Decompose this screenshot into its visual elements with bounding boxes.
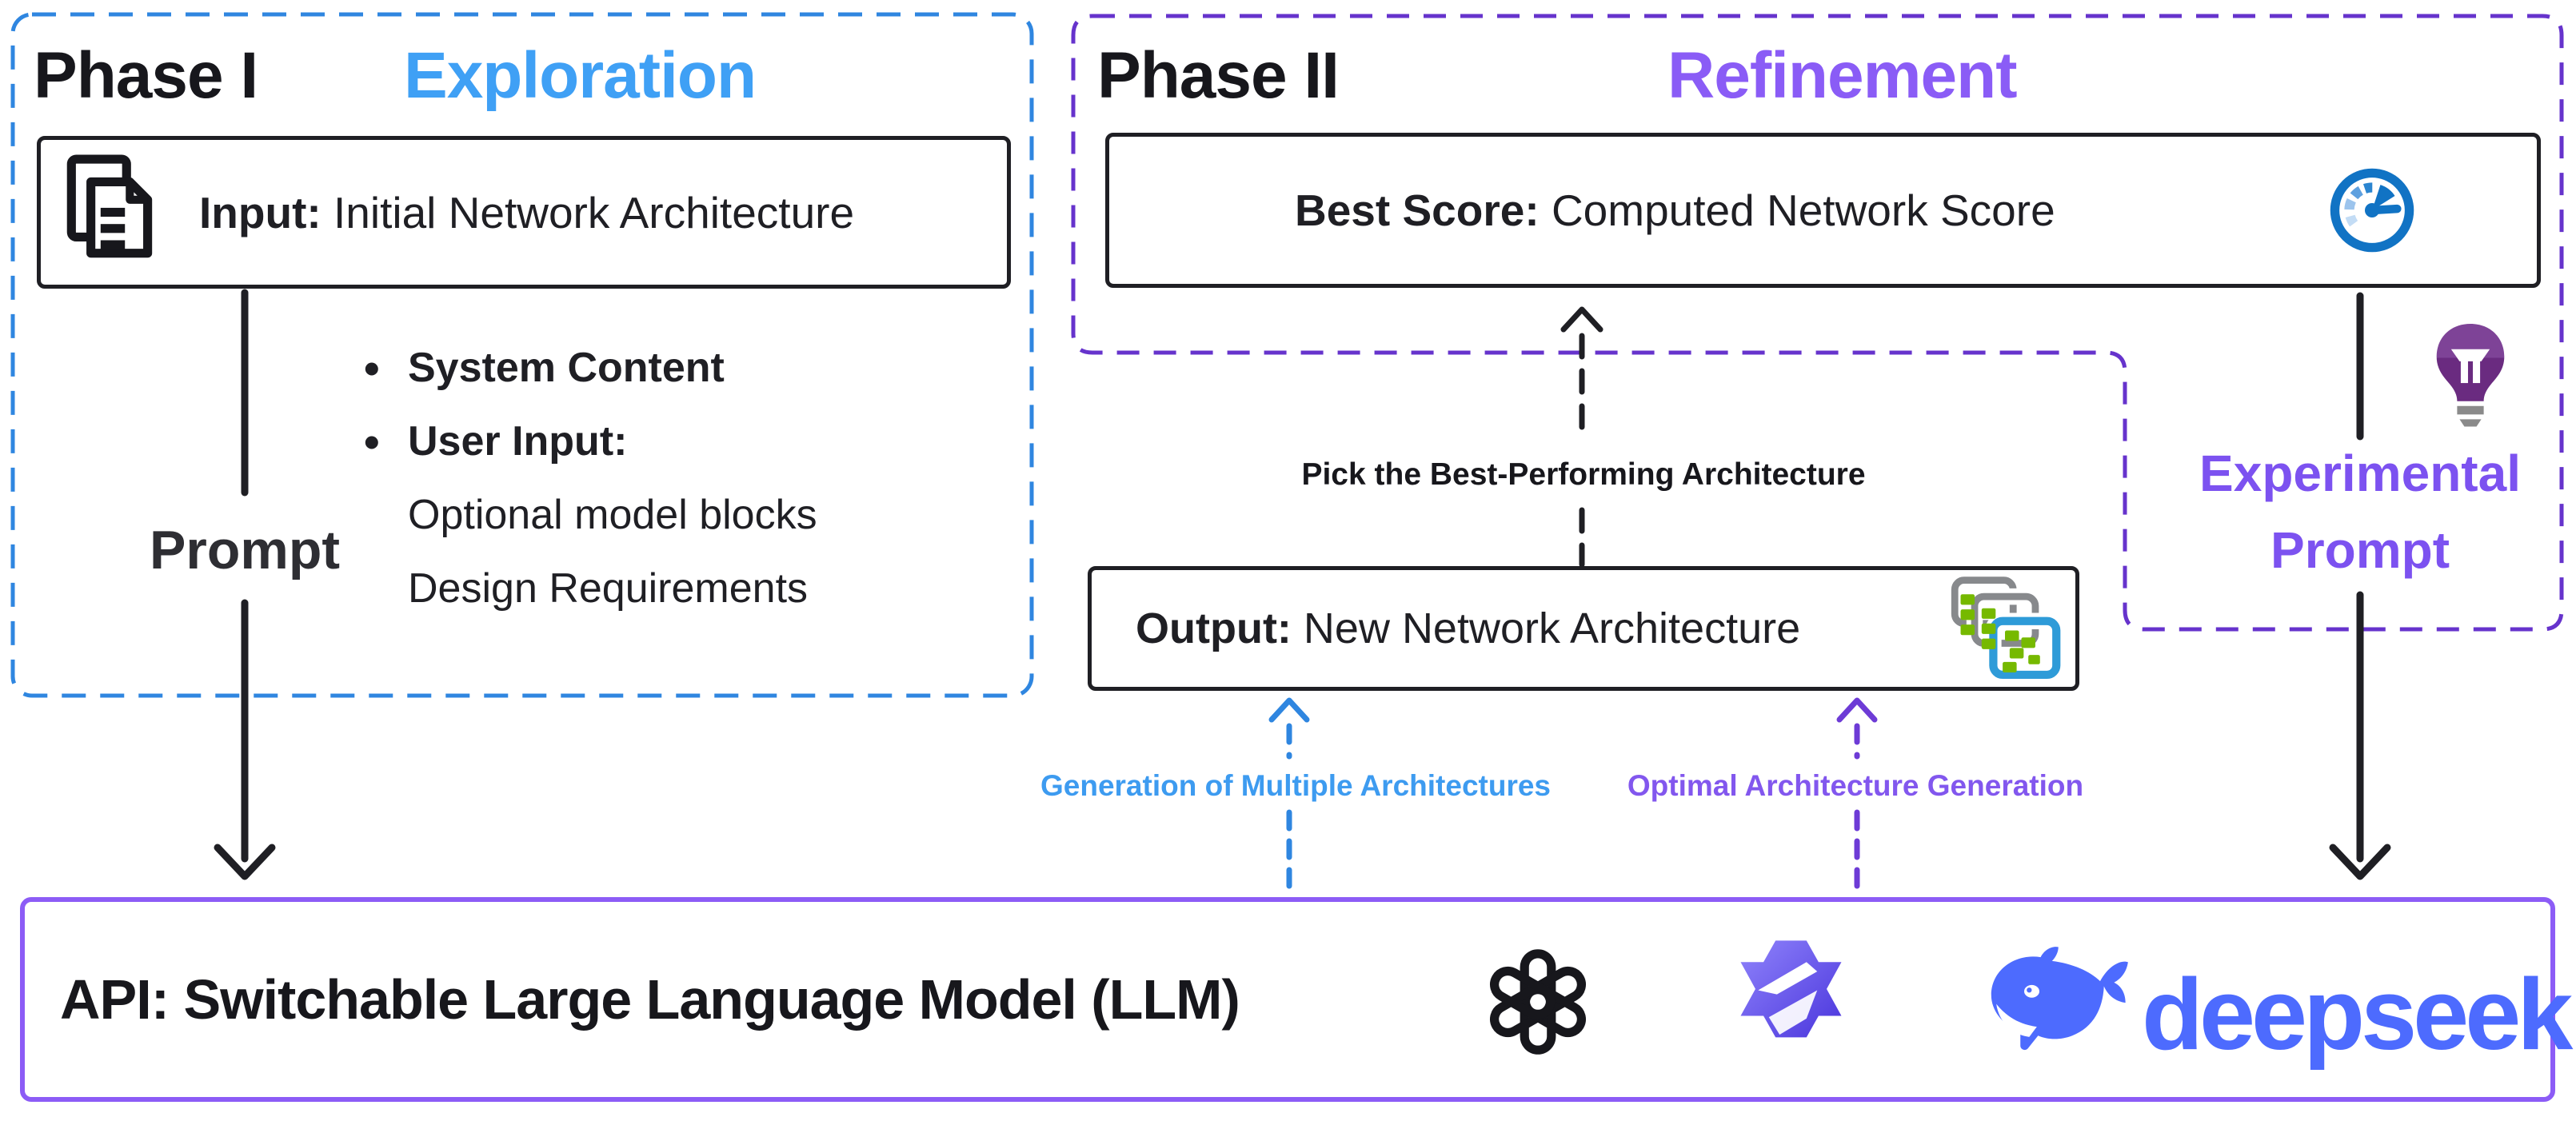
experimental-prompt-line2: Prompt <box>2270 521 2450 579</box>
bullet-design-requirements: Design Requirements <box>408 552 817 625</box>
output-text-value: New Network Architecture <box>1291 604 1801 652</box>
input-text: Input: Initial Network Architecture <box>199 187 854 238</box>
input-text-value: Initial Network Architecture <box>321 187 855 237</box>
phase1-title: Exploration <box>404 39 757 112</box>
optimal-arrow-label: Optimal Architecture Generation <box>1627 769 2084 802</box>
best-score-text-value: Computed Network Score <box>1539 186 2055 235</box>
pick-best-arrow <box>1560 306 1604 568</box>
qwen-logo <box>1726 934 1860 1072</box>
best-score-text: Best Score: Computed Network Score <box>1295 185 2055 236</box>
prompt-arrow-label: Prompt <box>150 520 340 580</box>
bullet-optional-blocks: Optional model blocks <box>408 478 817 552</box>
deepseek-logo <box>1979 942 2131 1080</box>
generation-arrow-label: Generation of Multiple Architectures <box>1040 769 1551 802</box>
bullet-user-input: • User Input: <box>364 405 817 478</box>
api-box: API: Switchable Large Language Model (LL… <box>20 897 2555 1102</box>
bullet-dot: • <box>364 416 380 467</box>
experimental-prompt-label: Experimental Prompt <box>2199 435 2521 588</box>
bullet-dot: • <box>364 342 380 393</box>
experimental-prompt-line1: Experimental <box>2199 445 2521 502</box>
input-text-label: Input: <box>199 187 322 237</box>
api-title: API: Switchable Large Language Model (LL… <box>60 968 1240 1031</box>
generation-arrow <box>1268 697 1310 897</box>
bullet-text: Design Requirements <box>408 565 809 612</box>
prompt-bullet-list: • System Content • User Input: Optional … <box>364 331 817 625</box>
pick-best-label: Pick the Best-Performing Architecture <box>1301 457 1866 492</box>
experimental-prompt-arrow <box>2329 292 2391 880</box>
phase1-label: Phase I <box>34 39 258 112</box>
output-box: Output: New Network Architecture <box>1088 566 2079 691</box>
bullet-text: User Input: <box>408 418 628 465</box>
bullet-system-content: • System Content <box>364 331 817 405</box>
network-architecture-icon <box>1947 571 2065 692</box>
deepseek-wordmark: deepseek <box>2142 958 2573 1071</box>
prompt-arrow <box>214 289 276 880</box>
phase1-dashed-border <box>10 12 1034 698</box>
output-text-label: Output: <box>1136 604 1292 652</box>
phase2-title: Refinement <box>1667 39 2018 112</box>
openai-logo <box>1482 946 1594 1062</box>
bullet-text: Optional model blocks <box>408 492 817 538</box>
best-score-text-label: Best Score: <box>1295 186 1540 235</box>
bullet-text: System Content <box>408 345 725 391</box>
phase2-label: Phase II <box>1097 39 1340 112</box>
best-score-box: Best Score: Computed Network Score <box>1105 133 2541 288</box>
gauge-icon <box>2326 165 2418 260</box>
input-box: Input: Initial Network Architecture <box>37 136 1011 289</box>
phase2-dashed-border <box>1071 14 2564 632</box>
output-text: Output: New Network Architecture <box>1136 604 1800 653</box>
lightbulb-icon <box>2431 321 2510 434</box>
optimal-arrow <box>1836 697 1878 897</box>
documents-icon <box>63 154 161 271</box>
